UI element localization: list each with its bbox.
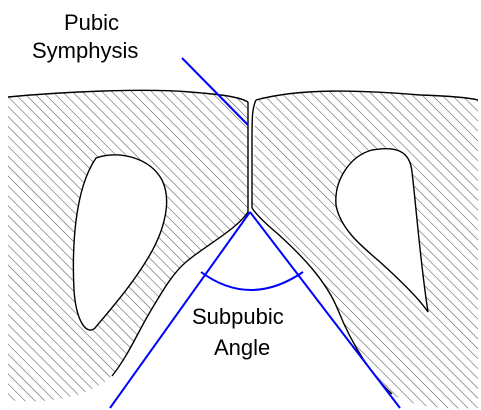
subpubic-angle-arc — [201, 272, 303, 290]
subpubic-angle-label-line1: Subpubic — [192, 304, 284, 329]
pubic-symphysis-label-line2: Symphysis — [32, 38, 138, 63]
subpubic-angle-label-line2: Angle — [214, 335, 270, 360]
pubic-symphysis-label-line1: Pubic — [64, 10, 119, 35]
